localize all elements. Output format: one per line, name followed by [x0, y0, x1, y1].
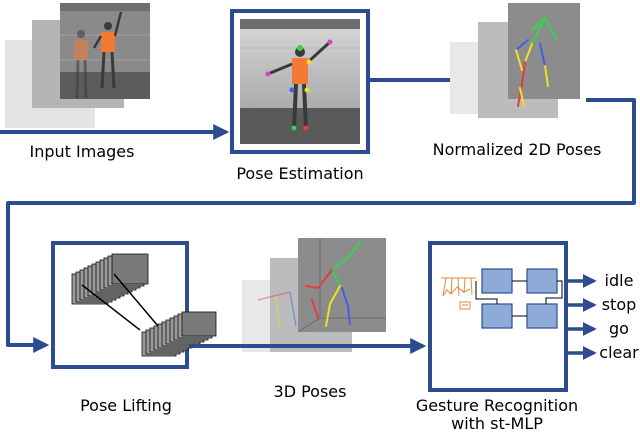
poses3d-skeleton	[305, 241, 361, 327]
label-with-stmlp: with st-MLP	[451, 414, 543, 433]
lifting-connector-right	[113, 273, 159, 327]
label-3d-poses: 3D Poses	[273, 382, 347, 401]
normalized-frame-front	[508, 3, 580, 99]
flow-arrows	[0, 78, 636, 354]
pose-estimation-image	[240, 19, 360, 144]
normalized-skeleton	[515, 17, 557, 107]
lifting-connector-left	[81, 284, 141, 331]
output-label-idle: idle	[604, 271, 634, 290]
input-images-stack	[5, 3, 150, 128]
gesture-recognition-box	[428, 241, 568, 392]
poses-3d-stack	[242, 238, 386, 352]
pose-lifting-upper-stack	[71, 253, 149, 305]
lifting-lower-layer	[181, 311, 217, 337]
mlp-block-bottom-right	[526, 303, 558, 329]
poses3d-ghost-skeleton	[257, 291, 297, 331]
label-gesture-recognition: Gesture Recognition	[415, 396, 579, 415]
pose-lifting-lower-stack	[141, 311, 217, 357]
label-pose-lifting: Pose Lifting	[80, 396, 172, 415]
normalized-poses-stack	[450, 3, 580, 118]
poses3d-frame-front	[298, 238, 386, 332]
output-label-stop: stop	[601, 295, 637, 314]
label-normalized-poses: Normalized 2D Poses	[432, 140, 602, 159]
mlp-block-top-left	[481, 268, 513, 294]
mlp-block-bottom-left	[481, 303, 513, 329]
label-pose-estimation: Pose Estimation	[236, 164, 364, 183]
arrow-normalized-to-lifting	[6, 98, 636, 353]
input-frame-front	[60, 3, 150, 99]
pose-lifting-box	[51, 241, 189, 369]
stmlp-sketch	[441, 268, 563, 329]
label-input-images: Input Images	[29, 142, 135, 161]
output-arrows	[566, 274, 597, 360]
input-ghost-person	[74, 30, 88, 99]
lifting-upper-layer	[111, 253, 149, 285]
output-label-clear: clear	[599, 343, 639, 362]
mlp-block-top-right	[526, 268, 558, 294]
output-label-go: go	[609, 319, 629, 338]
